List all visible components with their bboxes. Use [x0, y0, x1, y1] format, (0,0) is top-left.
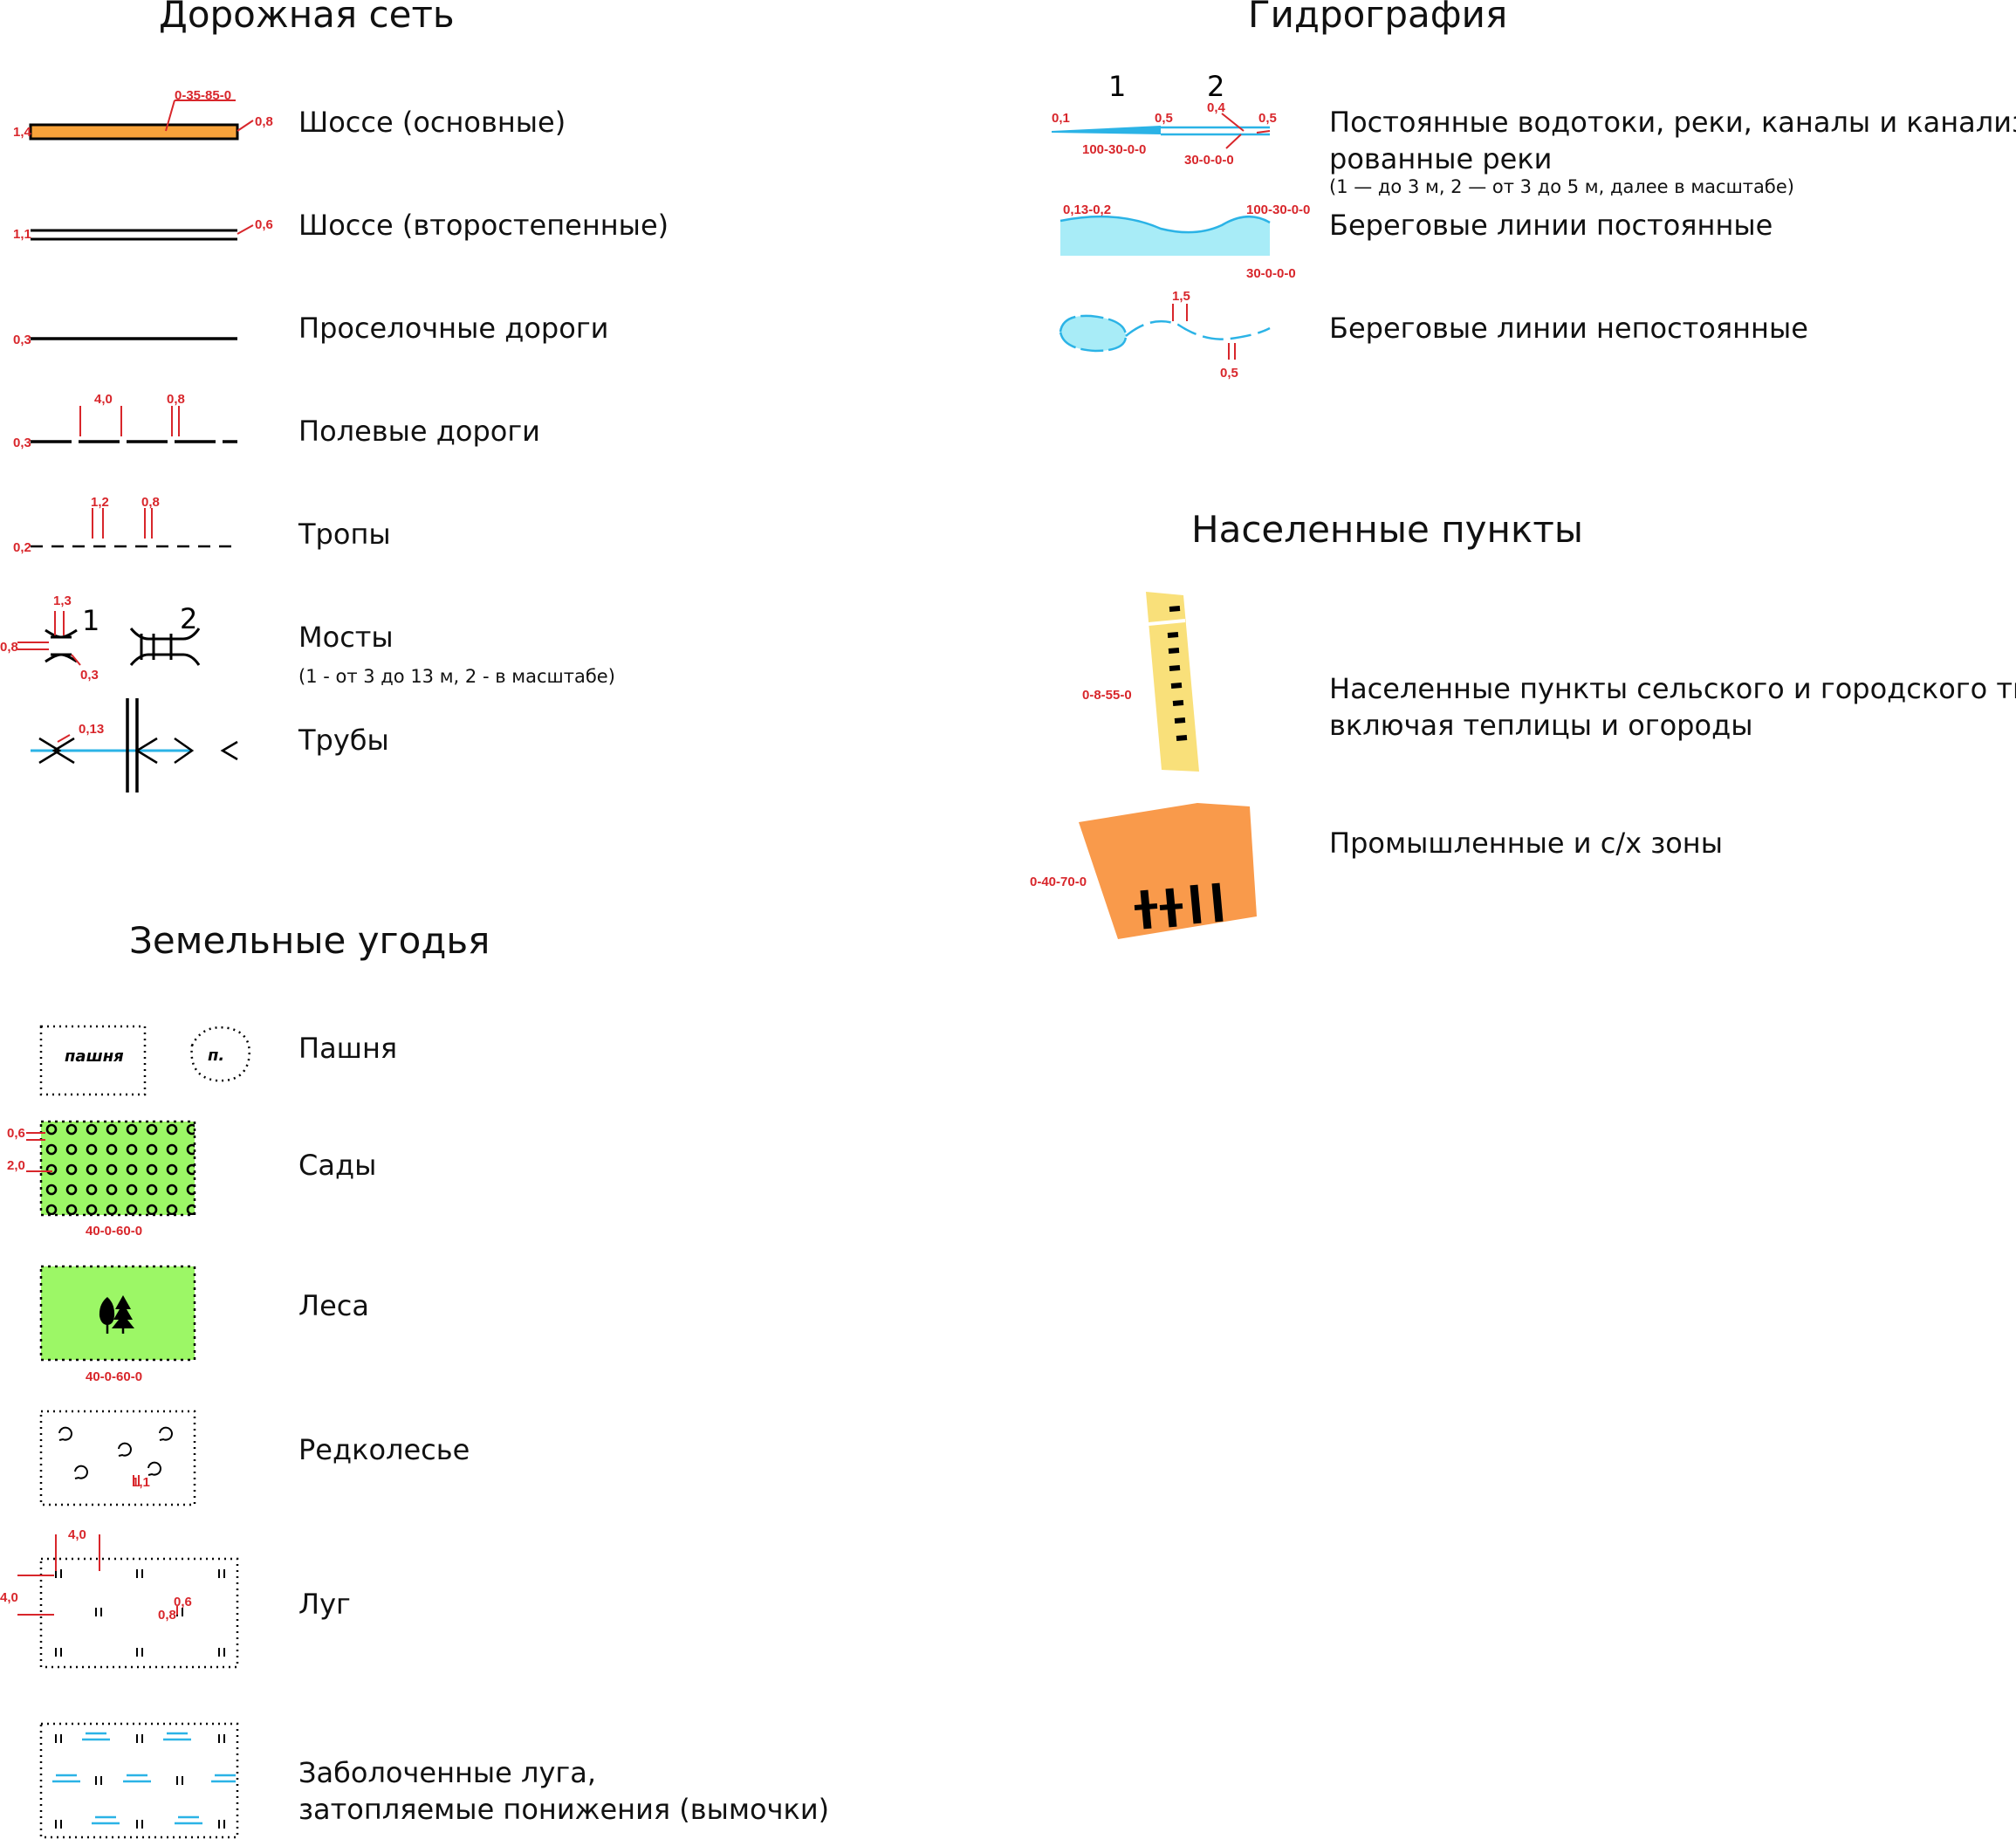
path-gap-label: 0,8 — [141, 495, 160, 510]
arable-sign-short: п. — [208, 1046, 224, 1065]
highway-main-symbol: 0-35-85-0 1,4 0,8 — [13, 88, 273, 141]
shore-color2-label: 30-0-0-0 — [1246, 266, 1296, 281]
arable-symbol: пашня п. — [39, 1025, 250, 1096]
settlement-color-label: 0-8-55-0 — [1082, 688, 1132, 703]
road-main-width-label: 1,4 — [13, 125, 32, 140]
label-forests: Леса — [298, 1289, 369, 1322]
road-main-width2-label: 0,8 — [255, 114, 273, 129]
label-country-roads: Проселочные дороги — [298, 312, 609, 345]
label-sparse-forest: Редколесье — [298, 1433, 470, 1466]
path-dash-label: 1,2 — [91, 495, 109, 510]
bridge-width-label: 0,3 — [80, 668, 99, 683]
tree-icon — [99, 1295, 134, 1334]
label-shore-temporary: Береговые линии непостоянные — [1329, 312, 1808, 345]
road-main-color-label: 0-35-85-0 — [175, 88, 231, 103]
sparse-forest-symbol: 1,1 — [39, 1410, 196, 1506]
settlement-symbol: 0-8-55-0 — [1082, 592, 1199, 772]
bridge-symbol: 1,3 0,8 0,3 1 2 — [0, 594, 201, 683]
bridge-type1-number: 1 — [82, 604, 99, 637]
garden-color-label: 40-0-60-0 — [86, 1224, 142, 1239]
shore-permanent-symbol: 0,13-0,2 100-30-0-0 30-0-0-0 — [1059, 202, 1310, 281]
label-paths: Тропы — [298, 518, 391, 551]
section-title-roads: Дорожная сеть — [159, 0, 455, 36]
stream-width2-label: 0,5 — [1258, 111, 1277, 126]
label-streams-line1: Постоянные водотоки, реки, каналы и кана… — [1329, 106, 2016, 139]
stream-gap-label: 0,4 — [1207, 100, 1226, 115]
label-settlements-line1: Населенные пункты сельского и городского… — [1329, 672, 2016, 705]
highway-secondary-symbol: 1,1 0,6 — [13, 217, 273, 242]
field-road-symbol: 4,0 0,8 0,3 — [13, 392, 237, 450]
path-width-label: 0,2 — [13, 540, 31, 555]
industrial-symbol: 0-40-70-0 — [1030, 803, 1257, 939]
label-swamp-line2: затопляемые понижения (вымочки) — [298, 1793, 830, 1826]
meadow-row-step-label: 4,0 — [0, 1590, 18, 1605]
field-road-width-label: 0,3 — [13, 436, 31, 450]
stream-type1-number: 1 — [1108, 70, 1126, 103]
label-streams-line2: рованные реки — [1329, 142, 1553, 175]
industrial-color-label: 0-40-70-0 — [1030, 875, 1087, 889]
bridge-type2-number: 2 — [180, 602, 197, 635]
garden-symbol: 0,6 2,0 40-0-60-0 — [7, 1120, 196, 1239]
temp-shore-dash-label: 1,5 — [1172, 289, 1190, 304]
stream-color1-label: 100-30-0-0 — [1082, 142, 1146, 157]
pipe-symbol: 0,13 — [31, 698, 238, 793]
sparse-size-label: 1,1 — [132, 1475, 150, 1490]
label-arable: Пашня — [298, 1032, 398, 1065]
swamp-meadow-symbol — [39, 1722, 239, 1839]
shore-temporary-symbol: 1,5 0,5 — [1059, 289, 1271, 381]
forest-symbol: 40-0-60-0 — [39, 1265, 196, 1384]
stream-type2-number: 2 — [1207, 70, 1224, 103]
label-highway-main: Шоссе (основные) — [298, 106, 566, 139]
note-streams: (1 — до 3 м, 2 — от 3 до 5 м, далее в ма… — [1329, 176, 1794, 197]
label-shore-permanent: Береговые линии постоянные — [1329, 209, 1773, 242]
label-field-roads: Полевые дороги — [298, 415, 540, 448]
bridge-size-label: 1,3 — [53, 594, 72, 608]
meadow-sign-gap-label: 0,8 — [158, 1608, 176, 1623]
section-title-land: Земельные угодья — [129, 919, 490, 962]
bridge-gap-label: 0,8 — [0, 640, 18, 655]
stream-color2-label: 30-0-0-0 — [1184, 153, 1234, 168]
path-symbol: 1,2 0,8 0,2 — [13, 495, 231, 555]
arable-sign-full: пашня — [65, 1047, 124, 1066]
pipe-width-label: 0,13 — [79, 722, 104, 737]
label-settlements-line2: включая теплицы и огороды — [1329, 709, 1753, 742]
shore-width-label: 0,13-0,2 — [1063, 202, 1111, 217]
stream-symbol: 1 2 0,1 0,5 0,4 0,5 100-30-0-0 30-0-0-0 — [1052, 70, 1277, 168]
stream-width-min-label: 0,1 — [1052, 111, 1070, 126]
shore-color1-label: 100-30-0-0 — [1246, 202, 1310, 217]
temp-shore-gap-label: 0,5 — [1220, 366, 1238, 381]
section-title-hydro: Гидрография — [1248, 0, 1508, 36]
section-title-settlements: Населенные пункты — [1191, 508, 1583, 551]
label-industrial: Промышленные и с/х зоны — [1329, 827, 1723, 860]
garden-dot-step-label: 2,0 — [7, 1158, 25, 1173]
country-road-width-label: 0,3 — [13, 333, 31, 347]
label-bridges: Мосты — [298, 621, 394, 654]
label-highway-secondary: Шоссе (второстепенные) — [298, 209, 669, 242]
road-sec-width2-label: 0,6 — [255, 217, 273, 232]
field-road-gap-label: 0,8 — [167, 392, 185, 407]
meadow-sign-size-label: 0,6 — [174, 1595, 192, 1609]
country-road-symbol: 0,3 — [13, 333, 237, 347]
garden-dot-size-label: 0,6 — [7, 1126, 25, 1141]
road-sec-width-label: 1,1 — [13, 227, 31, 242]
meadow-step-label: 4,0 — [68, 1527, 86, 1542]
label-swamp-line1: Заболоченные луга, — [298, 1756, 597, 1789]
meadow-symbol: 4,0 4,0 0,6 0,8 — [0, 1527, 239, 1669]
forest-color-label: 40-0-60-0 — [86, 1369, 142, 1384]
label-gardens: Сады — [298, 1149, 377, 1182]
label-pipes: Трубы — [298, 724, 389, 757]
field-road-dash-label: 4,0 — [94, 392, 113, 407]
label-meadow: Луг — [298, 1588, 351, 1621]
note-bridges: (1 - от 3 до 13 м, 2 - в масштабе) — [298, 666, 615, 687]
stream-width-max-label: 0,5 — [1155, 111, 1173, 126]
